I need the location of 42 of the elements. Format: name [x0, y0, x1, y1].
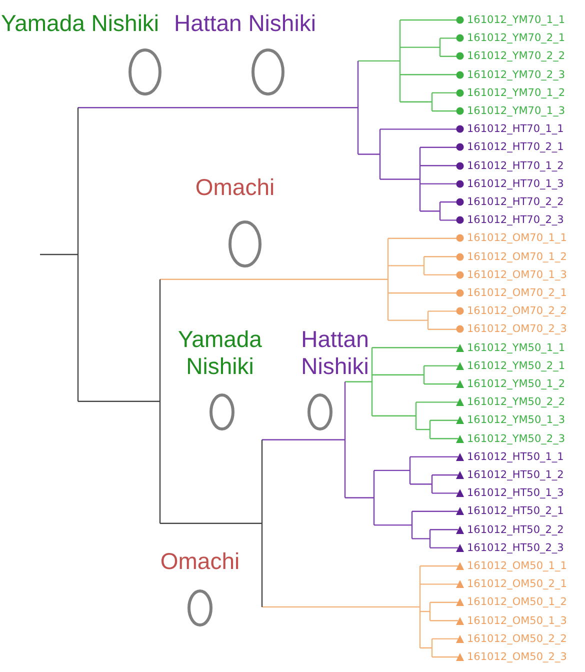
sample-label: 161012_YM50_1_1 [467, 342, 566, 354]
group-label: Omachi [194, 174, 276, 201]
group-label: Omachi [159, 548, 241, 575]
sample-label: 161012_OM50_1_3 [467, 614, 567, 627]
sample-label: 161012_HT70_1_2 [467, 160, 564, 172]
sample-label: 161012_HT50_2_2 [467, 524, 564, 536]
sample-label: 161012_HT70_2_3 [467, 214, 564, 226]
sample-label: 161012_OM50_2_2 [467, 632, 567, 645]
sample-label: 161012_HT50_1_1 [467, 450, 564, 463]
sample-label: 161012_HT70_2_1 [467, 141, 564, 154]
sample-label: 161012_OM70_1_2 [467, 250, 567, 263]
group-label: Yamada Nishiki [177, 326, 263, 380]
group-label: Hattan Nishiki [173, 10, 317, 37]
sample-label: 161012_YM50_2_2 [467, 396, 566, 408]
sample-label: 161012_YM50_2_3 [467, 432, 566, 445]
sample-label: 161012_YM50_1_2 [467, 378, 566, 390]
sample-label: 161012_HT50_1_2 [467, 469, 564, 481]
sample-label: 161012_HT70_1_3 [467, 178, 564, 190]
group-label: Yamada Nishiki [0, 10, 160, 37]
group-label: Hattan Nishiki [300, 326, 370, 380]
sample-label: 161012_OM50_2_1 [467, 578, 567, 590]
sample-label: 161012_OM70_1_3 [467, 268, 567, 281]
sample-label: 161012_HT50_2_3 [467, 542, 564, 554]
sample-label: 161012_OM50_1_2 [467, 596, 567, 608]
sample-label: 161012_YM50_2_1 [467, 360, 566, 372]
sample-label: 161012_YM70_1_2 [467, 86, 566, 99]
sample-label: 161012_YM50_1_3 [467, 414, 566, 426]
sample-label: 161012_YM70_2_1 [467, 32, 566, 44]
sample-label: 161012_OM50_2_3 [467, 651, 567, 663]
sample-label: 161012_OM50_1_1 [467, 560, 567, 572]
sample-label: 161012_YM70_2_3 [467, 68, 566, 81]
sample-label: 161012_YM70_2_2 [467, 50, 566, 62]
sample-label: 161012_YM70_1_1 [467, 14, 566, 26]
sample-label: 161012_OM70_1_1 [467, 232, 567, 244]
sample-label: 161012_OM70_2_1 [467, 287, 567, 299]
sample-label: 161012_HT70_1_1 [467, 123, 564, 136]
sample-label: 161012_YM70_1_3 [467, 105, 566, 117]
sample-label: 161012_HT70_2_2 [467, 196, 564, 208]
sample-label: 161012_OM70_2_2 [467, 305, 567, 318]
sample-label: 161012_OM70_2_3 [467, 323, 567, 336]
sample-label: 161012_HT50_2_1 [467, 505, 564, 518]
sample-label: 161012_HT50_1_3 [467, 487, 564, 500]
